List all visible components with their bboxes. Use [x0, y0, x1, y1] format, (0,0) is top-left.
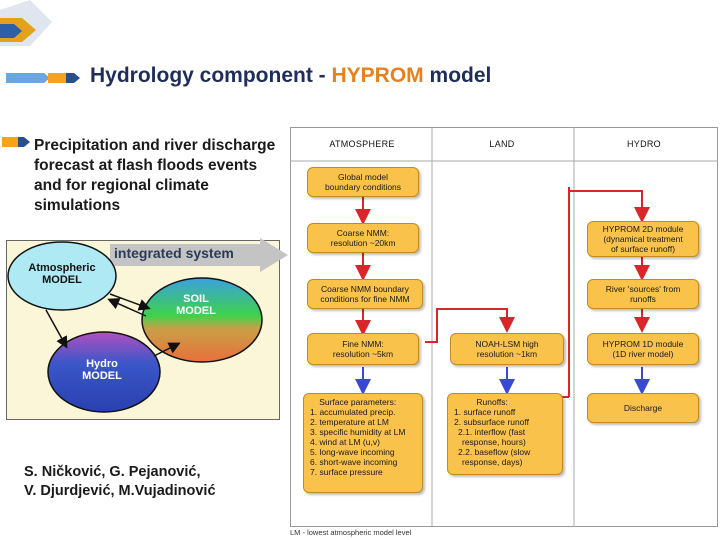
- authors-line: S. Ničković, G. Pejanović,: [24, 464, 201, 480]
- title-arrow-icon: [6, 73, 80, 83]
- column-header-atmosphere: ATMOSPHERE: [329, 139, 395, 149]
- logo-graphic: [0, 0, 52, 46]
- title-suffix: model: [423, 64, 492, 87]
- title-highlight: HYPROM: [331, 64, 424, 87]
- title-prefix: Hydrology component -: [90, 64, 332, 87]
- coarse-nmm-box: Coarse NMM:resolution ~20km: [307, 223, 419, 253]
- integrated-arrow: [110, 238, 288, 272]
- surface-parameters-box: Surface parameters: 1. accumulated preci…: [303, 393, 423, 493]
- integrated-system-label: integrated system: [114, 245, 234, 261]
- fine-nmm-box: Fine NMM:resolution ~5km: [307, 333, 419, 365]
- connector-arrow: [45, 309, 68, 349]
- hyprom-1d-box: HYPROM 1D module(1D river model): [587, 333, 699, 365]
- panel-footnote: LM - lowest atmospheric model level: [290, 528, 412, 537]
- page-title: Hydrology component - HYPROM model: [90, 64, 491, 88]
- authors: S. Ničković, G. Pejanović, V. Djurdjević…: [24, 463, 284, 501]
- flow-arrow: [425, 308, 515, 343]
- runoffs-box: Runoffs: 1. surface runoff 2. subsurface…: [447, 393, 563, 475]
- model-ellipses: [7, 241, 263, 413]
- column-header-land: LAND: [489, 139, 515, 149]
- authors-line: V. Djurdjević, M.Vujadinović: [24, 483, 216, 499]
- hydro-ellipse: [47, 331, 161, 413]
- soil-ellipse: [141, 277, 263, 363]
- bullet-text: Precipitation and river discharge foreca…: [34, 137, 276, 214]
- discharge-box: Discharge: [587, 393, 699, 423]
- connector-arrow: [153, 342, 181, 357]
- flow-arrow: [568, 187, 650, 223]
- connector-arrow: [107, 298, 147, 317]
- connector-arrow: [109, 293, 151, 311]
- column-header-hydro: HYDRO: [626, 139, 661, 149]
- bullet-arrow-icon: [2, 137, 30, 147]
- panel-frame: [290, 127, 718, 527]
- atmospheric-ellipse: [7, 241, 117, 311]
